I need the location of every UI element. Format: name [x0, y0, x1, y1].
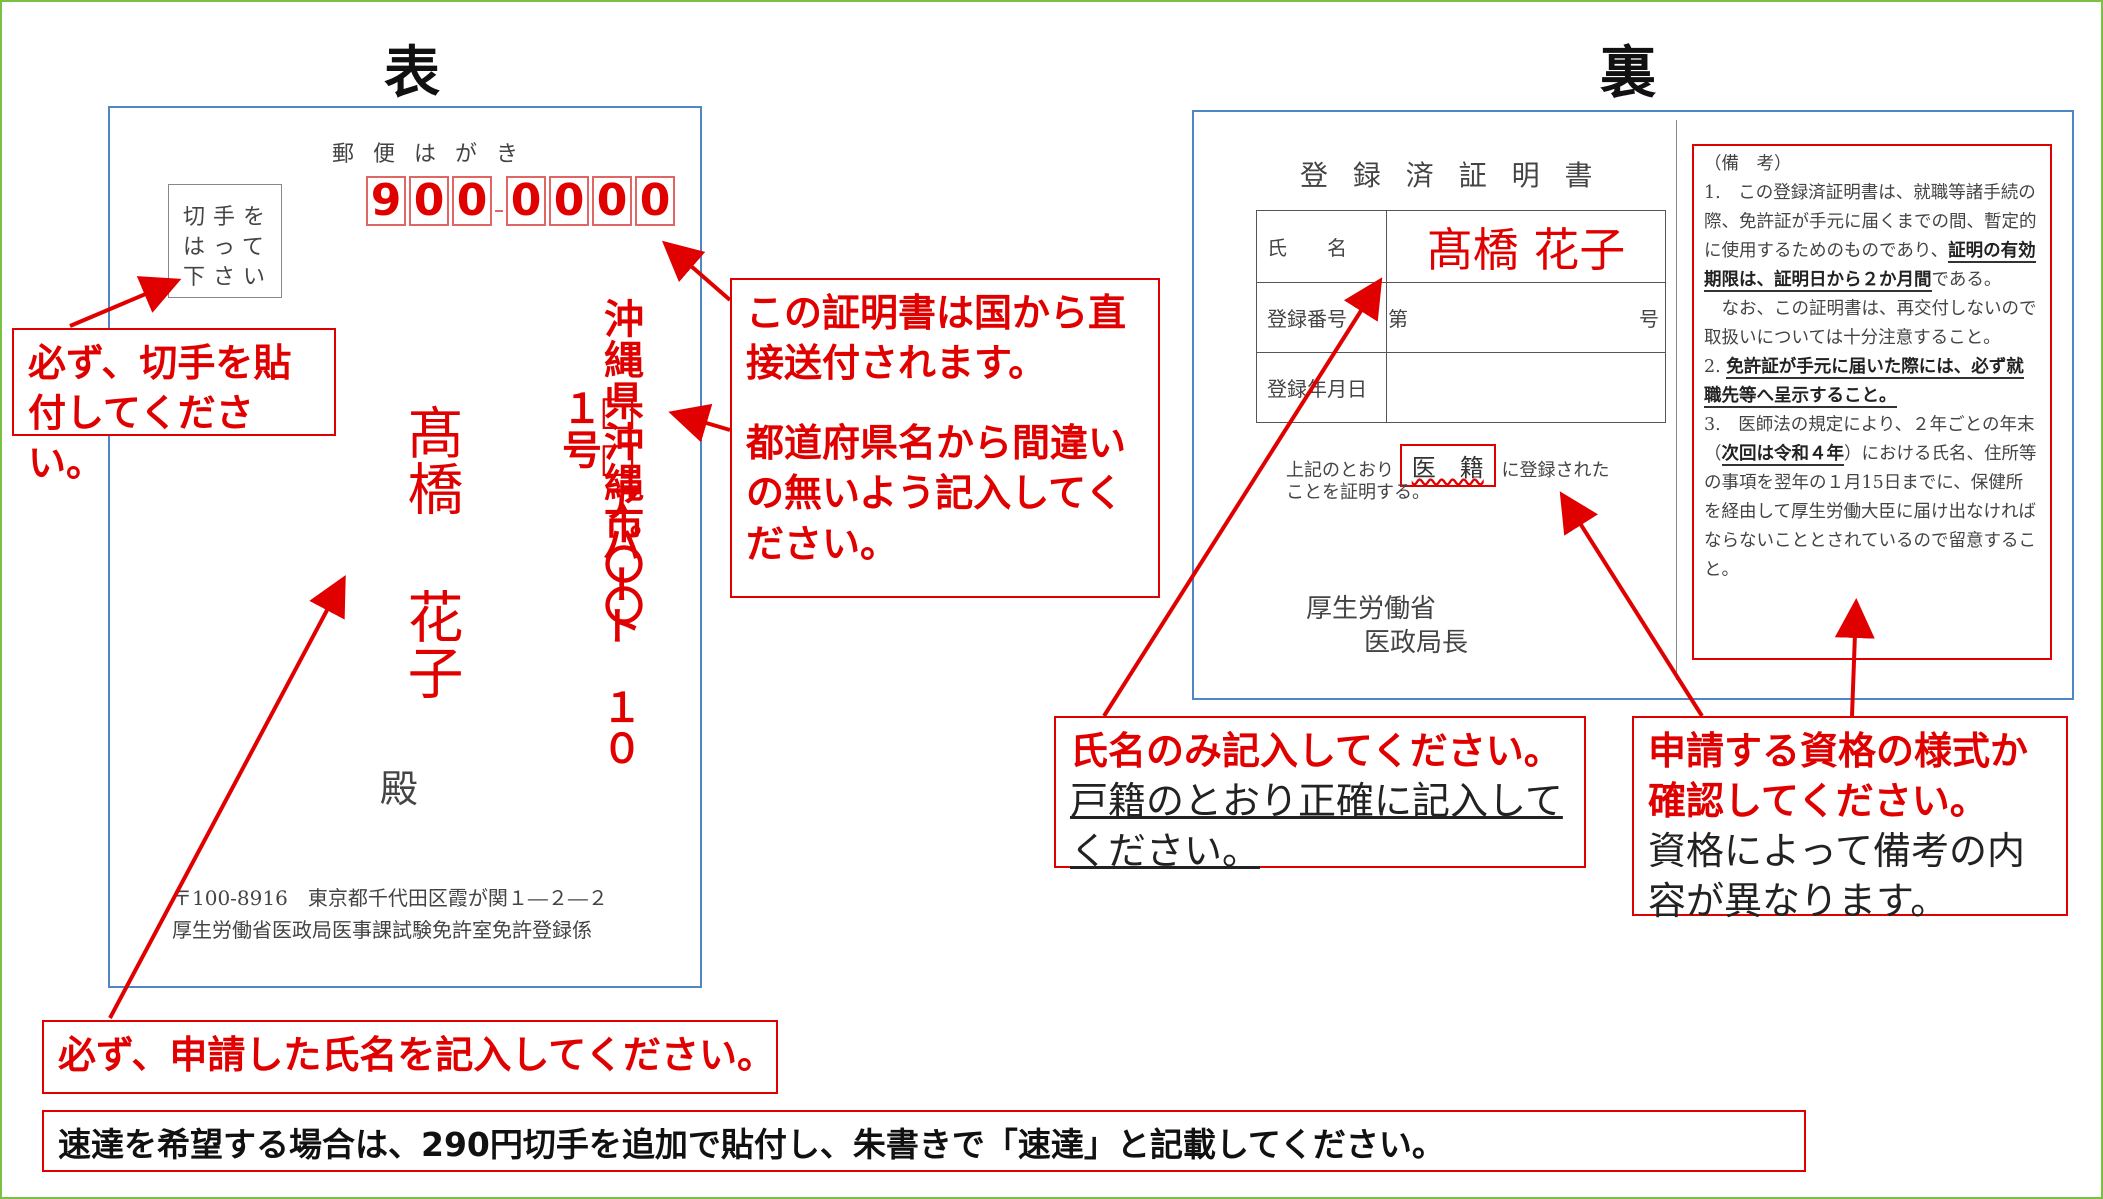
arrow-to-back-name [1102, 277, 1383, 718]
callout-qualification-bold: 申請する資格の様式か確認してください。 [1648, 729, 2029, 824]
zip-digit: 0 [506, 176, 546, 226]
statement-post: に登録された [1501, 460, 1610, 481]
regno-suffix: 号 [1639, 307, 1659, 331]
zip-digit: 9 [366, 176, 406, 226]
zip-digit: 0 [452, 176, 492, 226]
zip-digit: 0 [635, 176, 675, 226]
arrow-to-registry-field [1559, 491, 1704, 718]
callout-name-back-bold: 氏名のみ記入してください。 [1070, 729, 1562, 773]
callout-name-back-note: 戸籍のとおり正確に記入してください。 [1070, 779, 1563, 874]
callout-direct-send: この証明書は国から直接送付されます。 都道府県名から間違いの無いよう記入してくだ… [730, 278, 1160, 598]
remarks-item-1-note: なお、この証明書は、再交付しないので取扱いについては十分注意すること。 [1704, 299, 2037, 348]
stamp-box: 切手を はって 下さい [168, 184, 282, 298]
callout-express: 速達を希望する場合は、290円切手を追加で貼付し、朱書きで「速達」と記載してくだ… [42, 1110, 1806, 1172]
statement-pre: 上記のとおり [1286, 460, 1394, 481]
address-line1: 沖縄県沖縄市〇〇 [597, 298, 643, 626]
back-heading: 裏 [1600, 41, 1656, 106]
sender-line2: 厚生労働省医政局医事課試験免許室免許登録係 [172, 918, 592, 942]
remarks-box: （備 考） 1. この登録済証明書は、就職等諸手続の際、免許証が手元に届くまでの… [1692, 144, 2052, 660]
front-heading: 表 [384, 41, 440, 106]
callout-stamp: 必ず、切手を貼付してください。 [12, 328, 336, 485]
registration-table: 氏 名 髙橋 花子 登録番号 第 号 登録年月日 [1256, 210, 1666, 423]
zip-digit: 0 [549, 176, 589, 226]
issuer-line1: 厚生労働省 [1306, 594, 1437, 624]
recipient-name-line1: 髙橋 [398, 404, 463, 516]
callout-name-back: 氏名のみ記入してください。 戸籍のとおり正確に記入してください。 [1054, 716, 1586, 873]
honorific: 殿 [380, 767, 419, 811]
sender-line1: 〒100-8916 東京都千代田区霞が関１―２―２ [172, 886, 608, 910]
arrow-to-address [668, 403, 731, 443]
cert-title: 登 録 済 証 明 書 [1300, 159, 1601, 192]
issuer-line2: 医政局長 [1364, 628, 1469, 658]
vertical-divider [1676, 120, 1677, 680]
arrow-to-zip [661, 240, 732, 302]
callout-qualification-note: 資格によって備考の内容が異なります。 [1648, 829, 2025, 924]
callout-name-front: 必ず、申請した氏名を記入してください。 [42, 1020, 778, 1094]
callout-qualification: 申請する資格の様式か確認してください。 資格によって備考の内容が異なります。 [1632, 716, 2068, 923]
remarks-item-1: 1. この登録済証明書は、就職等諸手続の際、免許証が手元に届くまでの間、暫定的に… [1704, 183, 2037, 292]
arrow-to-recipient-name [108, 574, 346, 1019]
postcard-label: 郵 便 は が き [332, 142, 524, 167]
row-regno-label: 登録番号 [1256, 282, 1387, 353]
arrow-to-remarks [1834, 598, 1875, 717]
statement-line2: ことを証明する。 [1286, 482, 1430, 503]
arrow-to-stamp [69, 276, 182, 328]
zip-digit: 0 [409, 176, 449, 226]
row-regno-value: 第 号 [1386, 282, 1666, 353]
zip-digit: 0 [592, 176, 632, 226]
postcard-back: 登 録 済 証 明 書 氏 名 髙橋 花子 登録番号 第 号 登録年月日 上記の… [1192, 110, 2074, 700]
row-date-label: 登録年月日 [1256, 352, 1387, 423]
row-date-value [1386, 352, 1666, 423]
row-name-value: 髙橋 花子 [1386, 210, 1666, 283]
remarks-title: （備 考） [1704, 154, 1792, 174]
stamp-text: 切手を はって 下さい [183, 205, 274, 290]
regno-prefix: 第 [1388, 307, 1408, 331]
callout-direct-2: 都道府県名から間違いの無いよう記入してください。 [746, 421, 1127, 566]
callout-direct-1: この証明書は国から直接送付されます。 [746, 291, 1127, 386]
address-line2: □□アパート １０１号 [555, 388, 641, 769]
statement: 上記のとおり 医 籍 に登録された [1286, 444, 1609, 487]
remarks-item-3: 3. 医師法の規定により、２年ごとの年末（次回は令和４年）における氏名、住所等の… [1704, 415, 2037, 580]
statement-field: 医 籍 [1399, 444, 1496, 487]
remarks-item-2: 2. 免許証が手元に届いた際には、必ず就職先等へ呈示すること。 [1704, 357, 2024, 408]
recipient-name-line2: 花子 [398, 588, 463, 700]
